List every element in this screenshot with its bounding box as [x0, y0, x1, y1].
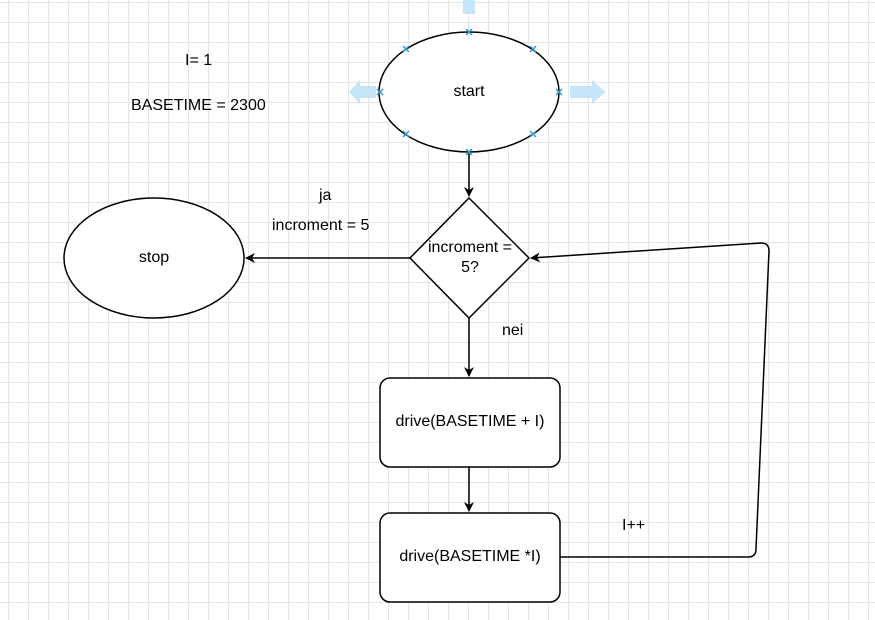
decision-label: incroment = 5? — [410, 236, 530, 280]
hover-arrow-left[interactable] — [349, 80, 376, 104]
stop-label: stop — [138, 249, 170, 266]
handle-bottom — [465, 148, 473, 156]
drive-mul-label: drive(BASETIME *I) — [399, 548, 541, 565]
edge-loop-back[interactable] — [530, 242, 770, 558]
basetime-text: BASETIME = 2300 — [131, 97, 266, 114]
increment-label: I++ — [622, 517, 646, 534]
drive-sum-label: drive(BASETIME + I) — [395, 413, 545, 430]
stop-node[interactable] — [63, 197, 245, 319]
decision-label-line2: 5? — [461, 259, 479, 276]
yes-condition-label: incroment = 5 — [272, 217, 370, 234]
hover-connect-arrows[interactable] — [349, 0, 606, 104]
handle-top — [465, 28, 473, 36]
handle-right — [555, 88, 563, 96]
handle-bottom-right — [529, 130, 537, 138]
handle-left — [376, 88, 384, 96]
handle-top-left — [402, 45, 410, 53]
handle-top-right — [529, 45, 537, 53]
ja-label: ja — [319, 187, 332, 204]
selection-handles[interactable] — [376, 28, 563, 156]
hover-arrow-right[interactable] — [570, 80, 606, 104]
nei-label: nei — [502, 322, 524, 339]
decision-label-line1: incroment = — [427, 239, 513, 256]
drive-mul-node[interactable] — [379, 512, 561, 603]
decision-node[interactable] — [408, 196, 531, 320]
hover-arrow-up[interactable] — [463, 0, 475, 14]
drive-sum-node[interactable] — [379, 377, 561, 468]
start-label: start — [453, 83, 485, 100]
i-init-text: I= 1 — [185, 52, 213, 69]
handle-bottom-left — [402, 130, 410, 138]
